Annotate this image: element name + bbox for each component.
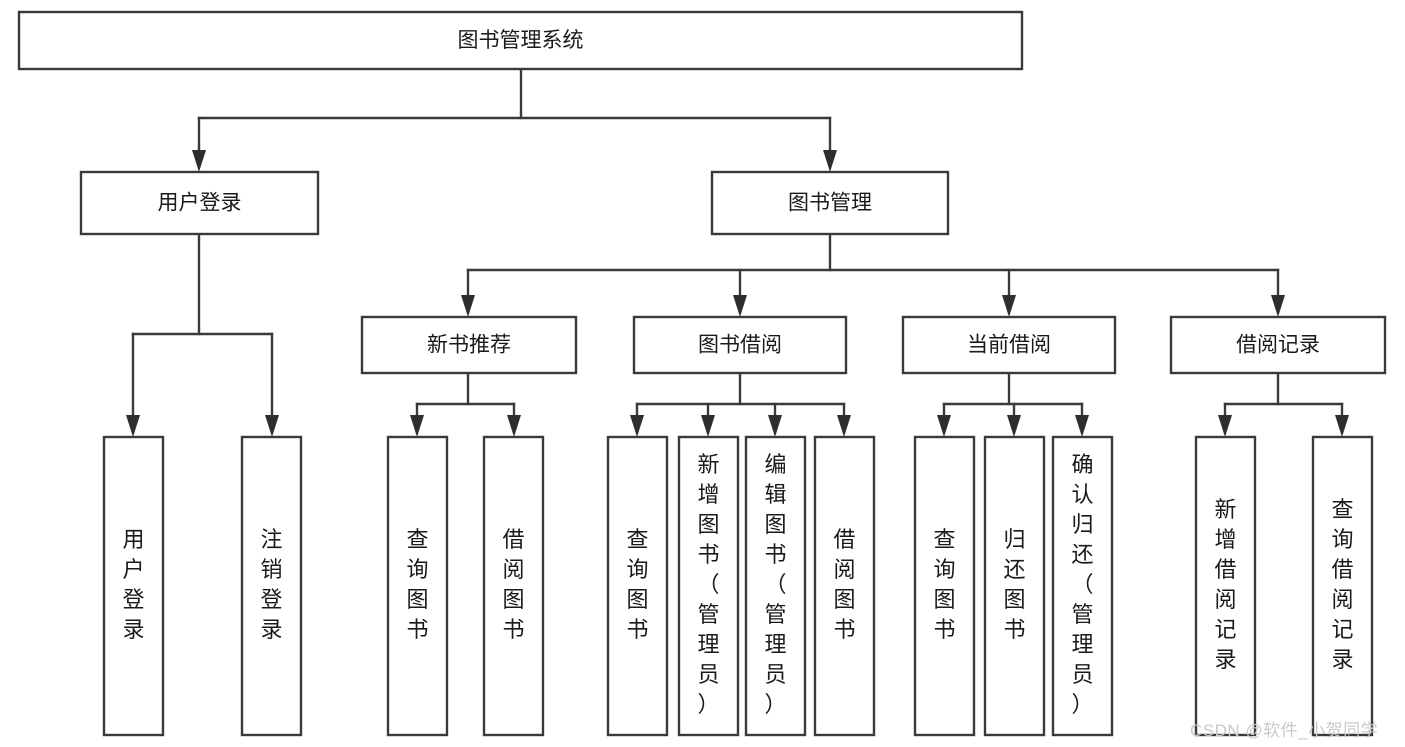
node-box-user-login — [79, 170, 320, 236]
node-leaf-user-logout[interactable]: 注销登录 — [240, 435, 303, 737]
node-label-leaf-edit-book-admin: 编辑图书（管理员） — [764, 452, 786, 717]
node-box-leaf-add-book-admin — [677, 435, 740, 737]
node-leaf-edit-book-admin[interactable]: 编辑图书（管理员） — [744, 435, 807, 737]
arrow-current-borrow-icon — [1002, 295, 1016, 317]
node-label-root: 图书管理系统 — [458, 29, 584, 52]
node-label-leaf-query-book-current: 查询图书 — [933, 527, 955, 642]
node-label-new-book-recommend: 新书推荐 — [427, 334, 511, 357]
arrow-leaf-query-book-borrow-icon — [630, 415, 644, 437]
arrow-borrow-record-icon — [1271, 295, 1285, 317]
node-box-leaf-query-book-recommend — [386, 435, 449, 737]
node-box-book-manage — [710, 170, 950, 236]
arrow-leaf-borrow-book-icon — [837, 415, 851, 437]
arrow-leaf-confirm-return-admin-icon — [1075, 415, 1089, 437]
node-new-book-recommend[interactable]: 新书推荐 — [360, 315, 578, 375]
node-leaf-query-book-borrow[interactable]: 查询图书 — [606, 435, 669, 737]
node-box-leaf-borrow-book — [813, 435, 876, 737]
connector-layer — [131, 67, 1344, 431]
node-layer: 图书管理系统用户登录图书管理新书推荐图书借阅当前借阅借阅记录用户登录注销登录查询… — [17, 10, 1387, 737]
node-label-user-login: 用户登录 — [158, 192, 242, 215]
arrow-leaf-query-borrow-record-icon — [1335, 415, 1349, 437]
node-label-leaf-add-borrow-record: 新增借阅记录 — [1214, 497, 1236, 672]
node-leaf-query-book-current[interactable]: 查询图书 — [913, 435, 976, 737]
node-label-leaf-query-borrow-record: 查询借阅记录 — [1331, 497, 1353, 672]
node-label-leaf-add-book-admin: 新增图书（管理员） — [697, 452, 719, 717]
node-leaf-return-book[interactable]: 归还图书 — [983, 435, 1046, 737]
node-box-leaf-user-logout — [240, 435, 303, 737]
node-box-leaf-edit-book-admin — [744, 435, 807, 737]
node-label-leaf-query-book-borrow: 查询图书 — [626, 527, 648, 642]
node-label-leaf-query-book-recommend: 查询图书 — [406, 527, 428, 642]
arrow-leaf-query-book-current-icon — [937, 415, 951, 437]
arrow-new-book-recommend-icon — [461, 295, 475, 317]
node-leaf-user-login[interactable]: 用户登录 — [102, 435, 165, 737]
node-leaf-borrow-book-recommend[interactable]: 借阅图书 — [482, 435, 545, 737]
node-box-leaf-return-book — [983, 435, 1046, 737]
node-box-root — [17, 10, 1024, 71]
arrow-leaf-return-book-icon — [1007, 415, 1021, 437]
node-box-current-borrow — [901, 315, 1117, 375]
node-label-book-manage: 图书管理 — [788, 192, 872, 215]
node-book-borrow[interactable]: 图书借阅 — [632, 315, 848, 375]
node-box-book-borrow — [632, 315, 848, 375]
node-leaf-add-borrow-record[interactable]: 新增借阅记录 — [1194, 435, 1257, 737]
node-label-leaf-user-login: 用户登录 — [122, 527, 144, 642]
arrow-book-manage-icon — [823, 150, 837, 172]
node-label-leaf-user-logout: 注销登录 — [260, 527, 282, 642]
arrow-book-borrow-icon — [733, 295, 747, 317]
node-box-leaf-user-login — [102, 435, 165, 737]
arrow-leaf-borrow-book-recommend-icon — [507, 415, 521, 437]
node-label-leaf-return-book: 归还图书 — [1003, 527, 1025, 642]
node-leaf-borrow-book[interactable]: 借阅图书 — [813, 435, 876, 737]
node-root[interactable]: 图书管理系统 — [17, 10, 1024, 71]
node-box-leaf-query-borrow-record — [1311, 435, 1374, 737]
node-box-new-book-recommend — [360, 315, 578, 375]
node-label-leaf-borrow-book: 借阅图书 — [833, 527, 855, 642]
node-leaf-add-book-admin[interactable]: 新增图书（管理员） — [677, 435, 740, 737]
node-label-leaf-borrow-book-recommend: 借阅图书 — [502, 527, 524, 642]
node-box-leaf-query-book-current — [913, 435, 976, 737]
node-box-leaf-add-borrow-record — [1194, 435, 1257, 737]
node-leaf-query-book-recommend[interactable]: 查询图书 — [386, 435, 449, 737]
arrow-user-login-icon — [192, 150, 206, 172]
node-user-login[interactable]: 用户登录 — [79, 170, 320, 236]
arrowhead-layer — [126, 150, 1349, 437]
node-leaf-confirm-return-admin[interactable]: 确认归还（管理员） — [1051, 435, 1114, 737]
node-book-manage[interactable]: 图书管理 — [710, 170, 950, 236]
node-label-borrow-record: 借阅记录 — [1236, 334, 1320, 357]
node-borrow-record[interactable]: 借阅记录 — [1169, 315, 1387, 375]
node-box-leaf-query-book-borrow — [606, 435, 669, 737]
node-label-book-borrow: 图书借阅 — [698, 334, 782, 357]
arrow-leaf-query-book-recommend-icon — [410, 415, 424, 437]
node-box-borrow-record — [1169, 315, 1387, 375]
arrow-leaf-add-borrow-record-icon — [1218, 415, 1232, 437]
node-leaf-query-borrow-record[interactable]: 查询借阅记录 — [1311, 435, 1374, 737]
node-label-leaf-confirm-return-admin: 确认归还（管理员） — [1071, 452, 1093, 717]
node-current-borrow[interactable]: 当前借阅 — [901, 315, 1117, 375]
node-label-current-borrow: 当前借阅 — [967, 334, 1051, 357]
arrow-leaf-user-logout-icon — [265, 415, 279, 437]
arrow-leaf-add-book-admin-icon — [701, 415, 715, 437]
arrow-leaf-user-login-icon — [126, 415, 140, 437]
arrow-leaf-edit-book-admin-icon — [768, 415, 782, 437]
node-box-leaf-confirm-return-admin — [1051, 435, 1114, 737]
node-box-leaf-borrow-book-recommend — [482, 435, 545, 737]
